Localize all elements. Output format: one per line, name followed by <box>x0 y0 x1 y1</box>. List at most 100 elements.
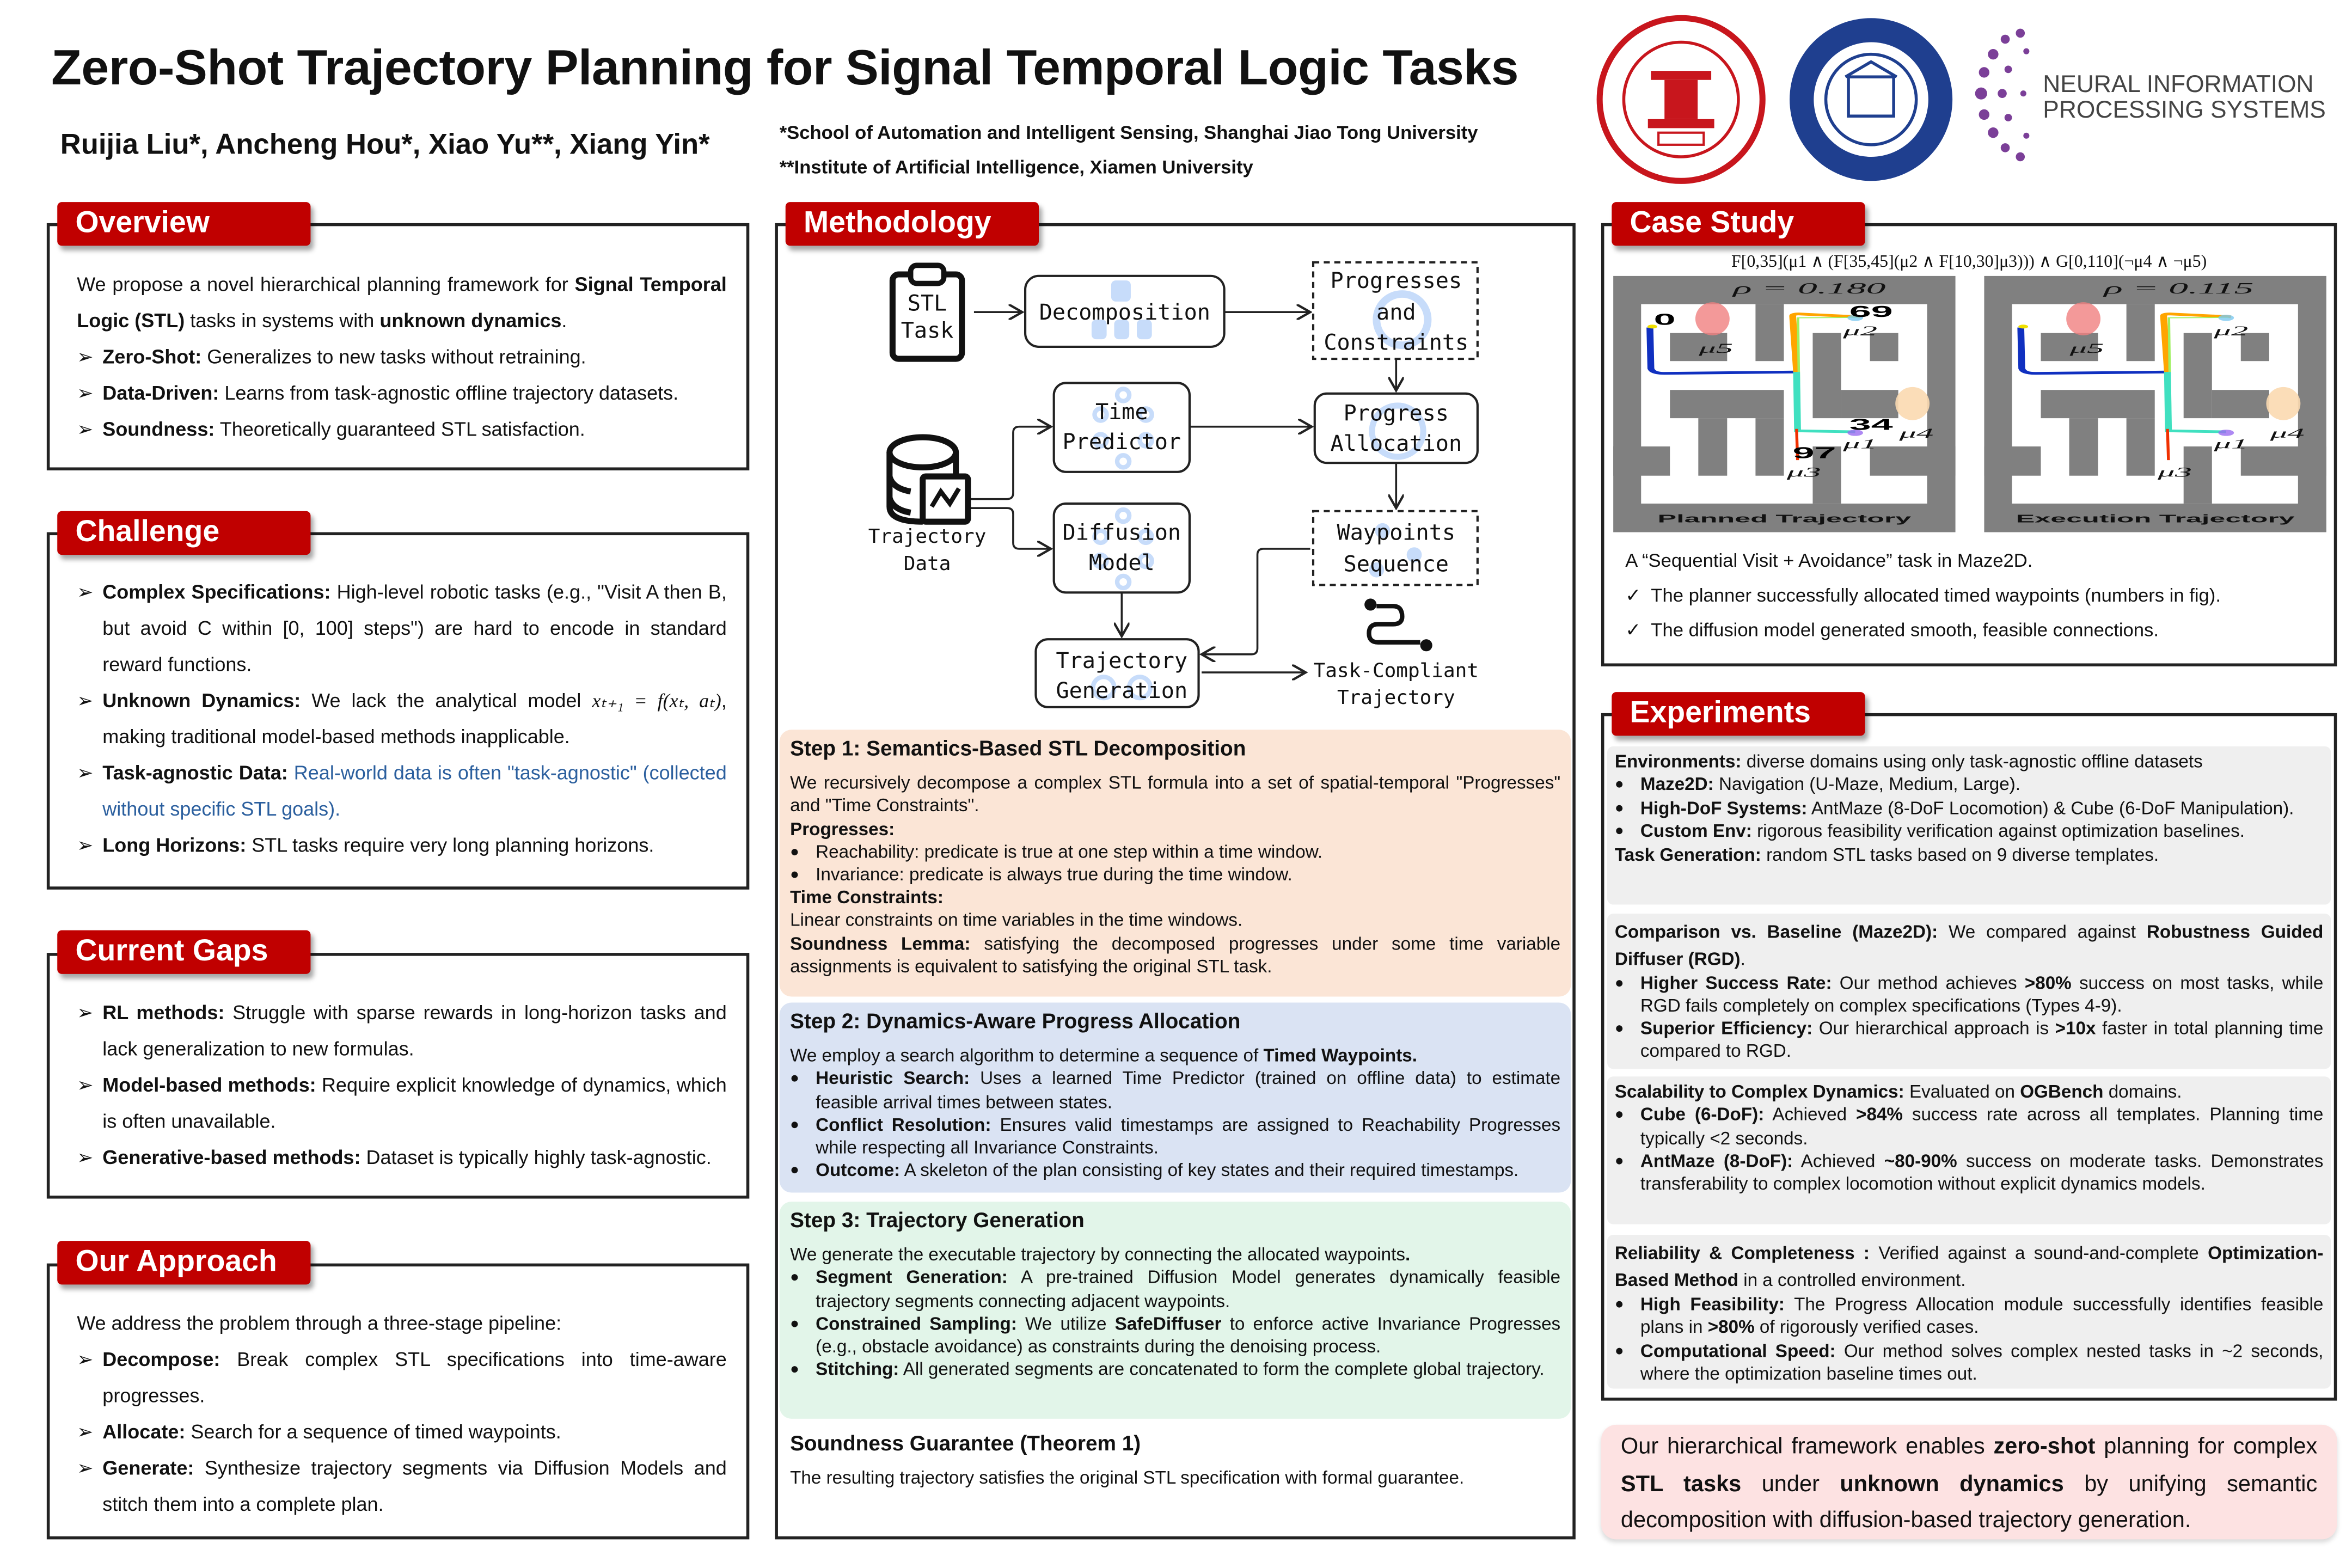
bold-text: Conflict Resolution: <box>816 1113 991 1135</box>
text-run: success on most tasks, while RGD fails c… <box>1640 972 2324 1016</box>
our-approach-section: We address the problem through a three-s… <box>46 1263 750 1540</box>
text-run: . <box>561 309 567 332</box>
list-item: ●Higher Success Rate: Our method achieve… <box>1615 972 2324 1018</box>
overview-header: Overview <box>57 202 311 246</box>
bold-text: Generate: <box>102 1456 194 1479</box>
list-item: ➢Unknown Dynamics: We lack the analytica… <box>77 683 727 755</box>
bold-text: Decompose: <box>102 1347 220 1371</box>
soundness-title: Soundness Guarantee (Theorem 1) <box>790 1430 1141 1455</box>
list-item: ➢Decompose: Break complex STL specificat… <box>77 1342 727 1414</box>
trajectory-segment-red <box>2166 428 2170 461</box>
label-mu3: μ3 <box>1786 465 1821 480</box>
list-item: ●Segment Generation: A pre-trained Diffu… <box>790 1267 1560 1313</box>
list-item: ➢Long Horizons: STL tasks require very l… <box>77 828 727 863</box>
bold-text: Time Constraints: <box>790 886 944 908</box>
bullet-icon: ● <box>790 1270 799 1287</box>
bold-text: Timed Waypoints. <box>1263 1045 1417 1067</box>
bullet-icon: ● <box>1614 800 1624 817</box>
bold-text: unknown dynamics <box>379 309 562 332</box>
maze-wall <box>1755 304 1784 362</box>
text-run: Our method solves complex nested tasks i… <box>1640 1339 2324 1384</box>
list-item: ➢Generative-based methods: Dataset is ty… <box>77 1140 727 1176</box>
bold-text: Soundness: <box>102 418 215 440</box>
task-label: Task <box>901 318 954 343</box>
step3-list: ●Segment Generation: A pre-trained Diffu… <box>790 1267 1560 1382</box>
bold-text: Zero-Shot: <box>102 345 202 368</box>
maze-wall <box>2183 446 2212 504</box>
task-generation: Task Generation: random STL tasks based … <box>1615 844 2324 867</box>
bold-text: >10x <box>2055 1018 2096 1039</box>
text-run: Generalizes to new tasks without retrain… <box>201 345 586 368</box>
list-item: ●Superior Efficiency: Our hierarchical a… <box>1615 1018 2324 1063</box>
bullet-icon: ➢ <box>77 580 94 603</box>
bold-text: High-DoF Systems: <box>1640 797 1808 818</box>
list-item: ●Maze2D: Navigation (U-Maze, Medium, Lar… <box>1615 774 2324 797</box>
step2-body: We employ a search algorithm to determin… <box>790 1045 1560 1068</box>
text-run: Reachability: predicate is true at one s… <box>816 841 1323 862</box>
text-run: domains. <box>2103 1081 2182 1102</box>
text-run: AntMaze (8-DoF Locomotion) & Cube (6-DoF… <box>1807 797 2294 818</box>
maze-wall <box>1841 390 1898 419</box>
model-label: Model <box>1089 550 1155 575</box>
challenge-section: ➢Complex Specifications: High-level robo… <box>46 532 750 890</box>
maze-wall <box>1670 333 1728 362</box>
text-run: Navigation (U-Maze, Medium, Large). <box>1713 774 2021 795</box>
authors: Ruijia Liu*, Ancheng Hou*, Xiao Yu**, Xi… <box>60 130 710 162</box>
bullet-icon: ✓ <box>1625 620 1641 641</box>
text-run: to enforce active Invariance Progresses … <box>816 1313 1561 1357</box>
challenge-header: Challenge <box>57 511 311 555</box>
neurips-logo-icon <box>1975 28 2030 162</box>
bold-text: Segment Generation: <box>816 1267 1008 1289</box>
step3-panel: Step 3: Trajectory Generation We generat… <box>779 1202 1571 1419</box>
scalability-head: Scalability to Complex Dynamics: Evaluat… <box>1615 1081 2324 1104</box>
list-item: ✓The diffusion model generated smooth, f… <box>1625 614 2326 648</box>
text-run: The Progress Allocation module successfu… <box>1640 1293 2324 1338</box>
text-run: Learns from task-agnostic offline trajec… <box>219 381 679 405</box>
maze-wall <box>1670 390 1784 419</box>
text-run: by unifying semantic decomposition with … <box>1620 1471 2318 1534</box>
text-run: in a controlled environment. <box>1738 1269 1966 1291</box>
trajectory-segment-orange <box>1789 313 1861 372</box>
bullet-icon: ➢ <box>77 689 94 712</box>
bullet-icon: ➢ <box>77 1146 94 1169</box>
paragraph: We employ a search algorithm to determin… <box>790 1045 1560 1068</box>
maze-wall <box>2126 304 2155 362</box>
label-mu1: μ1 <box>2213 437 2248 452</box>
env-list: ● Maze2D: Navigation (U-Maze, Medium, Lar… <box>1615 774 2324 843</box>
bold-text: Data-Driven: <box>102 381 219 405</box>
bold-text: Maze2D: <box>1640 774 1714 795</box>
bold-text: Robustness Guided Diffuser (RGD) <box>1614 921 2324 970</box>
paragraph: The resulting trajectory satisfies the o… <box>790 1467 1560 1490</box>
text-run: Our method achieves <box>1832 972 2025 994</box>
bullet-icon: ➢ <box>77 761 94 784</box>
highlight-text: Real-world data is often "task-agnostic"… <box>102 761 727 820</box>
text-run: Dataset is typically highly task-agnosti… <box>360 1146 712 1169</box>
text-run: We lack the analytical model <box>301 689 592 712</box>
text-run: The planner successfully allocated timed… <box>1651 585 2221 607</box>
bullet-icon: ➢ <box>77 1420 94 1443</box>
step1-list: ● Reachability: predicate is true at one … <box>790 841 1560 887</box>
obstacle-mu4 <box>1895 387 1930 420</box>
bullet-icon: ➢ <box>77 345 94 368</box>
stl-label: STL <box>908 291 947 316</box>
list-item: ➢Allocate: Search for a sequence of time… <box>77 1414 727 1450</box>
maze-wall <box>2240 446 2326 476</box>
text-run: We utilize <box>1016 1313 1115 1334</box>
bold-text: Heuristic Search: <box>816 1068 970 1089</box>
bold-text: zero-shot <box>1993 1434 2096 1460</box>
case-study-intro: A “Sequential Visit + Avoidance” task in… <box>1625 550 2033 572</box>
case-study-list: ✓ The planner successfully allocated time… <box>1625 579 2326 648</box>
text-run: faster in total planning time compared t… <box>1640 1018 2324 1062</box>
maze-wall <box>1613 446 1670 476</box>
comparison-head: Comparison vs. Baseline (Maze2D): We com… <box>1615 918 2324 972</box>
text-run: Break complex STL specifications into ti… <box>102 1347 727 1407</box>
current-gaps-header: Current Gaps <box>57 930 311 974</box>
list-item: ●Heuristic Search: Uses a learned Time P… <box>790 1068 1560 1114</box>
bullet-icon: ➢ <box>77 1456 94 1479</box>
list-item: ●Stitching: All generated segments are c… <box>790 1359 1560 1382</box>
bold-text: Superior Efficiency: <box>1640 1018 1813 1039</box>
environments-panel: Environments: diverse domains using only… <box>1607 746 2331 905</box>
bullet-icon: ● <box>790 867 799 884</box>
progress-label: Progress <box>1344 401 1449 426</box>
predictor-label: Predictor <box>1063 430 1181 455</box>
